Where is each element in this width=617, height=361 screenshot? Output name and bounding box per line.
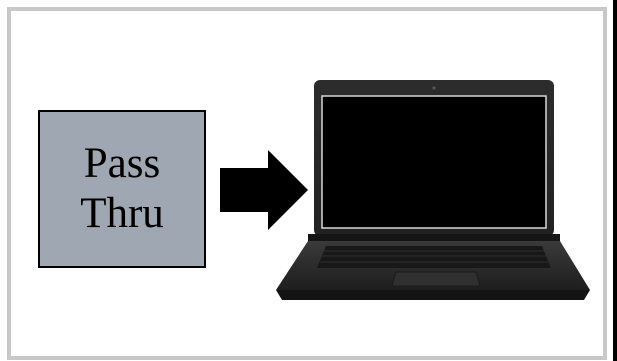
laptop-touchpad [391,271,481,287]
right-edge-rule [613,0,617,361]
laptop-icon [276,80,590,300]
pass-thru-label-line1: Pass [83,140,161,187]
laptop-screen [321,95,547,229]
right-arrow-icon [220,150,308,230]
webcam [432,86,436,90]
pass-thru-box: Pass Thru [38,110,206,268]
laptop-hinge [308,234,560,241]
laptop-front-edge [276,290,590,300]
pass-thru-label-line2: Thru [80,190,164,237]
laptop-keyboard [317,246,551,268]
